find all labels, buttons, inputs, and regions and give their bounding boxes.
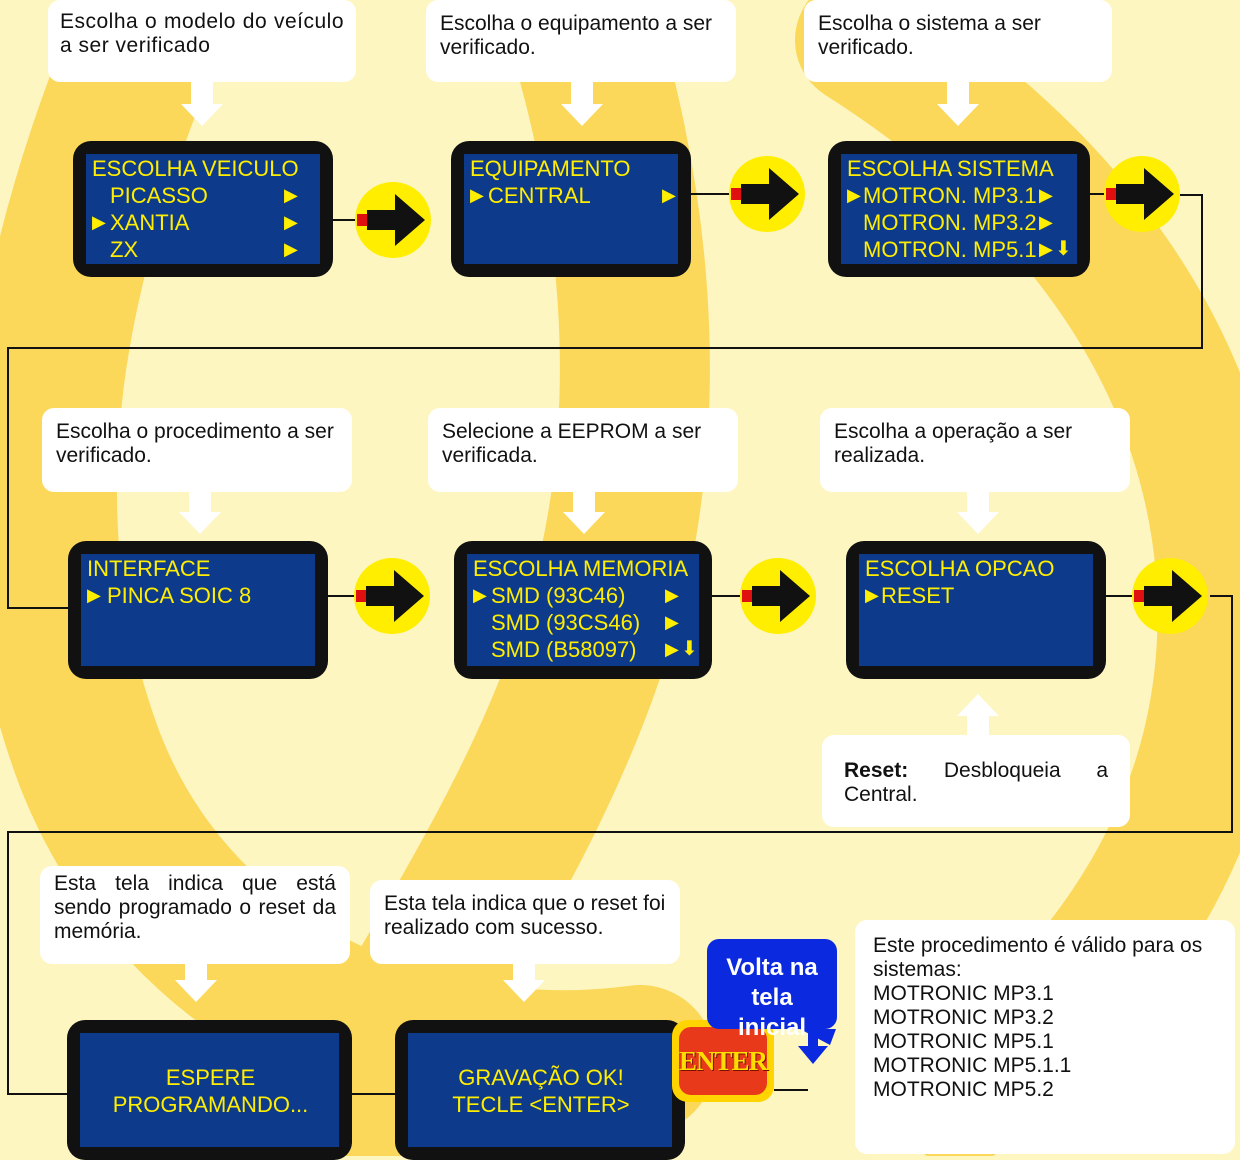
volta-line-2: inicial	[737, 1014, 807, 1041]
system-item: MOTRONIC MP3.2	[873, 1006, 1054, 1029]
screen-title: ESCOLHA OPCAO	[865, 556, 1055, 581]
system-item: MOTRONIC MP5.1	[873, 1030, 1054, 1053]
callout-select-eeprom: Selecione a EEPROM a ser verificada.	[428, 408, 738, 492]
system-item: MOTRONIC MP5.1.1	[873, 1054, 1072, 1077]
screen-title: EQUIPAMENTO	[470, 156, 631, 181]
lcd-screen-equipamento: EQUIPAMENTO ▶ CENTRAL ▶	[451, 141, 691, 277]
submenu-arrow-icon: ▶	[665, 639, 679, 659]
flow-arrow-icon	[1104, 156, 1180, 232]
selector-arrow-icon: ▶	[865, 585, 879, 605]
callout-choose-operation: Escolha a operação a ser realizada.	[820, 408, 1130, 492]
submenu-arrow-icon: ▶	[284, 212, 298, 232]
enter-button[interactable]: ENTER	[672, 1020, 774, 1102]
screen-line-1: GRAVAÇÃO OK!	[458, 1064, 624, 1090]
system-item: MOTRONIC MP5.2	[873, 1078, 1054, 1101]
callout-text: Escolha o equipamento a ser verificado.	[440, 12, 713, 59]
selector-arrow-icon: ▶	[87, 585, 101, 605]
screen-line-1: ESPERE	[165, 1064, 256, 1090]
callout-text: Escolha o sistema a ser verificado.	[818, 12, 1041, 59]
menu-item-mp32[interactable]: MOTRON. MP3.2 ▶	[863, 210, 1053, 235]
menu-item-93c46[interactable]: ▶ SMD (93C46) ▶	[473, 583, 679, 608]
callout-choose-vehicle: Escolha o modelo do veículo a ser verifi…	[48, 0, 356, 82]
flow-arrow-icon	[1132, 558, 1208, 634]
selector-arrow-icon: ▶	[470, 185, 484, 205]
submenu-arrow-icon: ▶	[662, 185, 676, 205]
flow-arrow-icon	[729, 156, 805, 232]
reset-description: Desbloqueia a Central.	[844, 759, 1108, 806]
enter-label: ENTER	[678, 1045, 768, 1076]
info-systems-box: Este procedimento é válido para os siste…	[855, 920, 1235, 1154]
screen-title: ESCOLHA VEICULO	[92, 156, 299, 181]
menu-item-reset[interactable]: ▶ RESET	[865, 583, 955, 608]
selector-arrow-icon: ▶	[473, 585, 487, 605]
callout-text: Escolha a operação a ser realizada.	[834, 420, 1073, 467]
screen-title: ESCOLHA SISTEMA	[847, 156, 1054, 181]
scroll-down-icon: ⬇	[681, 638, 698, 660]
screen-title: INTERFACE	[87, 556, 211, 581]
menu-item-zx[interactable]: ZX ▶	[110, 237, 298, 262]
flow-arrow-icon	[355, 182, 431, 258]
scroll-down-icon: ⬇	[1055, 238, 1072, 260]
submenu-arrow-icon: ▶	[665, 612, 679, 632]
submenu-arrow-icon: ▶	[1039, 212, 1053, 232]
menu-item-pinca-soic[interactable]: ▶ PINCA SOIC 8	[87, 583, 252, 608]
flow-arrow-icon	[354, 558, 430, 634]
selector-arrow-icon: ▶	[847, 185, 861, 205]
system-item: MOTRONIC MP3.1	[873, 982, 1054, 1005]
volta-line-1: Volta na tela	[726, 954, 818, 1011]
callout-choose-procedure: Escolha o procedimento a ser verificado.	[42, 408, 352, 492]
flow-arrow-icon	[740, 558, 816, 634]
lcd-screen-sistema: ESCOLHA SISTEMA ▶ MOTRON. MP3.1 ▶ MOTRON…	[828, 141, 1090, 277]
submenu-arrow-icon: ▶	[665, 585, 679, 605]
submenu-arrow-icon: ▶	[284, 239, 298, 259]
lcd-screen-gravacao: GRAVAÇÃO OK! TECLE <ENTER>	[395, 1020, 685, 1160]
submenu-arrow-icon: ▶	[1039, 239, 1053, 259]
volta-tela-inicial-bubble: Volta na tela inicial	[707, 939, 837, 1041]
menu-item-mp31[interactable]: ▶ MOTRON. MP3.1 ▶	[847, 183, 1053, 208]
lcd-screen-opcao: ESCOLHA OPCAO ▶ RESET	[846, 541, 1106, 679]
callout-text: Selecione a EEPROM a ser verificada.	[442, 420, 702, 467]
reset-label: Reset:	[844, 759, 909, 782]
screen-title: ESCOLHA MEMORIA	[473, 556, 689, 581]
callout-success: Esta tela indica que o reset foi realiza…	[370, 880, 680, 964]
menu-item-xantia[interactable]: ▶ XANTIA ▶	[92, 210, 298, 235]
callout-reset-info: Reset: Desbloqueia a Central.	[822, 735, 1130, 827]
screen-line-2: PROGRAMANDO...	[112, 1091, 309, 1117]
callout-choose-system: Escolha o sistema a ser verificado.	[804, 0, 1112, 82]
callout-programming: Esta tela indica que está sendo programa…	[40, 866, 350, 964]
menu-item-mp51[interactable]: MOTRON. MP5.1 ▶ ⬇	[863, 237, 1072, 262]
submenu-arrow-icon: ▶	[1039, 185, 1053, 205]
lcd-screen-memoria: ESCOLHA MEMORIA ▶ SMD (93C46) ▶ SMD (93C…	[454, 541, 712, 679]
lcd-screen-interface: INTERFACE ▶ PINCA SOIC 8	[68, 541, 328, 679]
menu-item-93cs46[interactable]: SMD (93CS46) ▶	[491, 610, 679, 635]
callout-text: Esta tela indica que o reset foi realiza…	[384, 892, 666, 939]
info-intro: Este procedimento é válido para os siste…	[873, 934, 1203, 981]
selector-arrow-icon: ▶	[92, 212, 106, 232]
screen-line-2: TECLE <ENTER>	[452, 1091, 630, 1117]
callout-text: Escolha o modelo do veículo a ser verifi…	[60, 10, 344, 57]
menu-item-b58097[interactable]: SMD (B58097) ▶ ⬇	[491, 637, 698, 662]
lcd-screen-veiculo: ESCOLHA VEICULO PICASSO ▶ ▶ XANTIA ▶ ZX …	[73, 141, 333, 277]
submenu-arrow-icon: ▶	[284, 185, 298, 205]
callout-choose-equipment: Escolha o equipamento a ser verificado.	[426, 0, 736, 82]
lcd-screen-espere: ESPERE PROGRAMANDO...	[67, 1020, 352, 1160]
callout-text: Esta tela indica que está sendo programa…	[54, 872, 336, 943]
menu-item-central[interactable]: ▶ CENTRAL ▶	[470, 183, 676, 208]
callout-text: Escolha o procedimento a ser verificado.	[56, 420, 334, 467]
menu-item-picasso[interactable]: PICASSO ▶	[110, 183, 298, 208]
